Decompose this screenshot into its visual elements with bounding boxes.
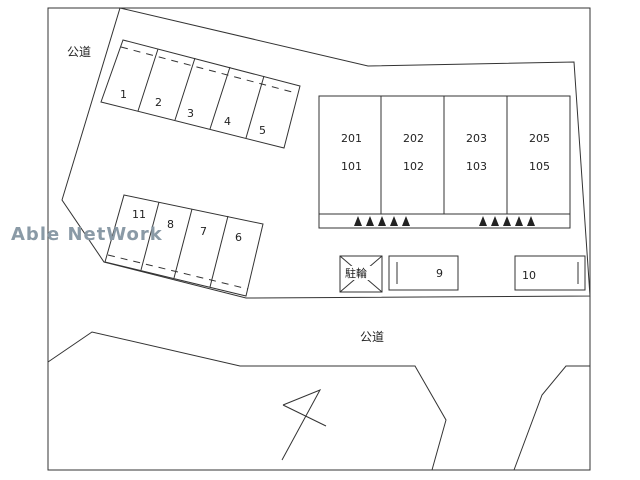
apartment-building: 201 101 202 102 203 103 205 105 (318, 95, 571, 229)
parking-bottom-8: 8 (167, 218, 174, 231)
unit-102: 102 (403, 160, 424, 173)
unit-202: 202 (403, 132, 424, 145)
parking-10-label: 10 (522, 269, 536, 282)
parking-bottom-6: 6 (235, 231, 242, 244)
unit-203: 203 (466, 132, 487, 145)
property-boundary (61, 7, 591, 299)
unit-103: 103 (466, 160, 487, 173)
parking-space-9: 9 (388, 255, 459, 291)
parking-row-top: 1 2 3 4 5 (100, 39, 301, 149)
parking-bottom-7: 7 (200, 225, 207, 238)
parking-top-4: 4 (224, 115, 231, 128)
road-edge-right (513, 365, 590, 471)
parking-top-1: 1 (120, 88, 127, 101)
stair-marks-right (479, 216, 535, 226)
north-arrow-icon (281, 389, 327, 461)
road-label-upper-left: 公道 (67, 45, 91, 59)
parking-top-2: 2 (155, 96, 162, 109)
unit-201: 201 (341, 132, 362, 145)
road-label-middle: 公道 (360, 330, 384, 344)
bicycle-parking-label: 駐輪 (345, 266, 367, 280)
parking-row-bottom: 11 8 7 6 (104, 194, 264, 297)
unit-205: 205 (529, 132, 550, 145)
parking-top-3: 3 (187, 107, 194, 120)
unit-105: 105 (529, 160, 550, 173)
stair-marks-left (354, 216, 410, 226)
map-frame (47, 7, 591, 471)
parking-space-10: 10 (514, 255, 586, 291)
watermark: Able NetWork (11, 224, 163, 245)
unit-101: 101 (341, 160, 362, 173)
parking-9-label: 9 (436, 267, 443, 280)
bicycle-parking: 駐輪 (339, 255, 383, 293)
parking-bottom-11: 11 (132, 208, 146, 221)
road-edge-left (47, 331, 447, 471)
parking-top-5: 5 (259, 124, 266, 137)
